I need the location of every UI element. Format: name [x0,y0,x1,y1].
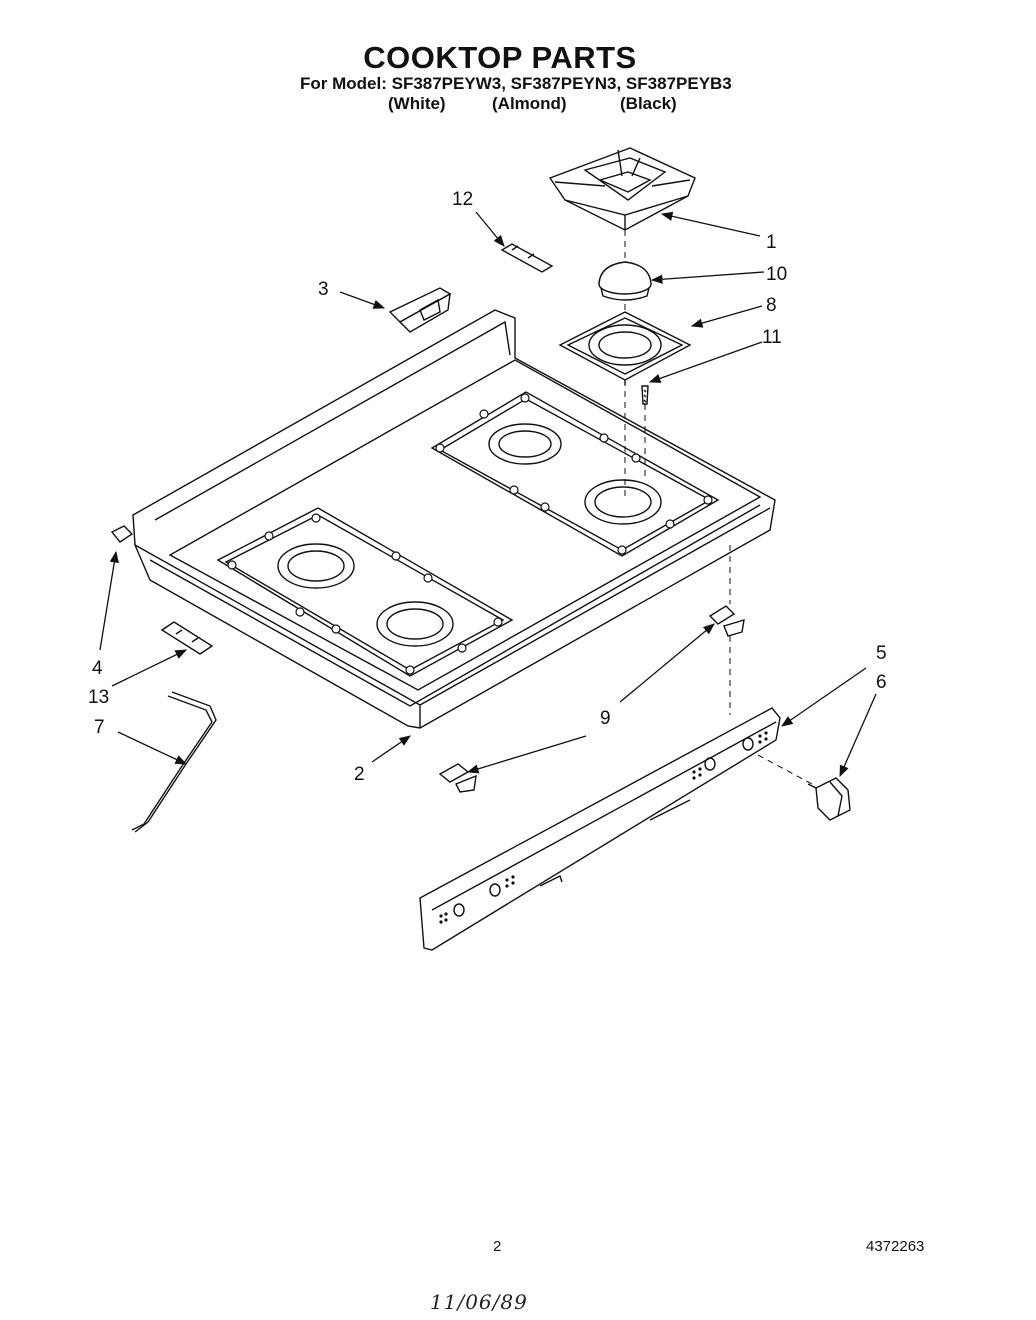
screw [641,385,649,405]
burner-plate [558,311,692,385]
bracket-4 [110,525,134,543]
callout-9: 9 [600,708,611,729]
callout-7: 7 [94,717,105,738]
rod-7 [131,691,217,833]
color-almond: (Almond) [492,94,567,113]
clip-bracket-12 [500,243,554,273]
callout-1: 1 [766,232,777,253]
control-knob [807,777,851,821]
control-panel [419,707,781,951]
cooktop-panel [132,309,776,729]
callout-11: 11 [762,327,782,348]
color-black: (Black) [620,94,677,113]
leader-arrows [99,211,877,778]
bracket-13 [160,621,214,655]
callout-10: 10 [766,264,787,285]
page-title: COOKTOP PARTS [363,40,637,75]
callout-13: 13 [88,687,109,708]
model-list: For Model: SF387PEYW3, SF387PEYN3, SF387… [300,74,732,93]
handwritten-date: 11/06/89 [430,1290,528,1314]
callout-8: 8 [766,295,777,316]
callout-3: 3 [318,279,329,300]
callout-12: 12 [452,189,473,210]
callout-labels: 1 10 8 11 12 3 4 13 7 2 9 5 6 [88,189,887,785]
clip-9-upper [708,605,745,637]
color-white: (White) [388,94,446,113]
clip-9-lower [438,763,477,793]
callout-6: 6 [876,672,887,693]
callout-5: 5 [876,643,887,664]
assembly-guide-lines [624,230,813,785]
page-number: 2 [493,1238,502,1255]
callout-2: 2 [354,764,365,785]
burner-grate [548,147,696,231]
burner-cap [598,261,652,301]
hinge-bracket-3 [388,287,452,333]
document-number: 4372263 [866,1238,925,1255]
callout-4: 4 [92,658,103,679]
